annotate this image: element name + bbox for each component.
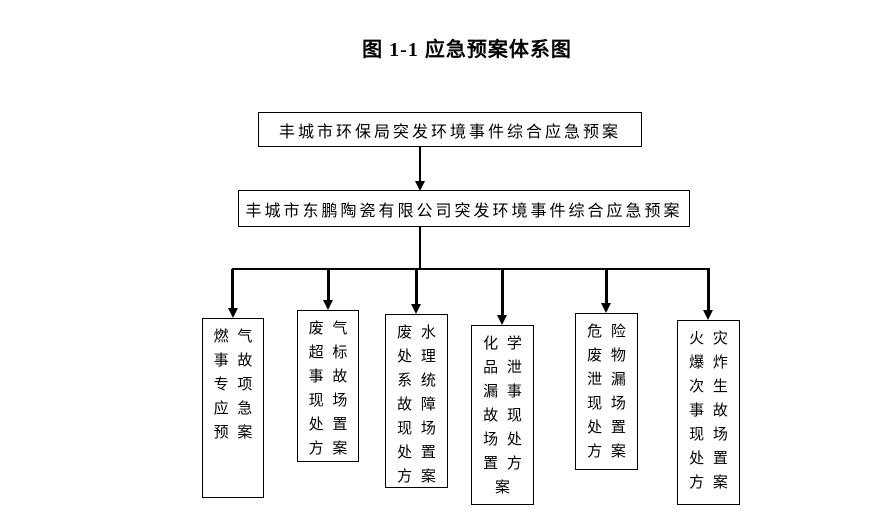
level2-plan-box: 丰城市东鹏陶瓷有限公司突发环境事件综合应急预案 bbox=[238, 190, 690, 227]
arrow-down-icon bbox=[497, 315, 507, 325]
arrow-down-icon bbox=[228, 308, 238, 318]
connector-child-1 bbox=[231, 269, 234, 310]
arrow-down-icon bbox=[323, 300, 333, 310]
arrow-down-icon bbox=[601, 303, 611, 313]
child-plan-box-wastewater-system-failure: 废 水 处 理 系 统 故 障 现 场 处 置 方 案 bbox=[385, 314, 448, 488]
child-plan-box-gas-accident: 燃 气 事 故 专 项 应 急 预 案 bbox=[202, 318, 264, 498]
child-plan-box-chemical-leak: 化 学 品 泄 漏 事 故 现 场 处 置 方 案 bbox=[471, 325, 534, 505]
connector-child-2 bbox=[327, 269, 330, 302]
branch-horizontal-line bbox=[232, 268, 710, 270]
connector-child-5 bbox=[605, 269, 608, 305]
arrow-down-icon bbox=[411, 304, 421, 314]
child-plan-box-hazardous-waste-leak: 危 险 废 物 泄 漏 现 场 处 置 方 案 bbox=[575, 313, 638, 470]
connector-level2-branch bbox=[419, 227, 421, 268]
connector-child-4 bbox=[501, 269, 504, 317]
connector-level1-level2 bbox=[419, 147, 421, 183]
diagram-title: 图 1-1 应急预案体系图 bbox=[362, 39, 572, 61]
level1-plan-box: 丰城市环保局突发环境事件综合应急预案 bbox=[258, 112, 642, 147]
child-plan-box-fire-explosion-secondary: 火 灾 爆 炸 次 生 事 故 现 场 处 置 方 案 bbox=[677, 320, 740, 505]
arrow-down-icon bbox=[415, 181, 425, 191]
connector-child-3 bbox=[415, 269, 418, 306]
child-plan-box-waste-gas-exceedance: 废 气 超 标 事 故 现 场 处 置 方 案 bbox=[297, 310, 359, 462]
arrow-down-icon bbox=[703, 310, 713, 320]
connector-child-6 bbox=[707, 269, 710, 312]
